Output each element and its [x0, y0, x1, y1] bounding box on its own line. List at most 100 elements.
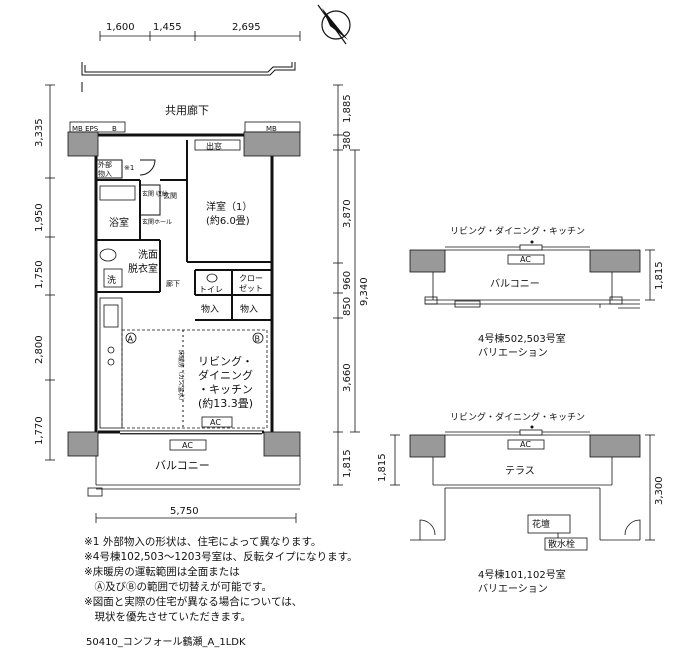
var2-kadan-label: 花壇 [532, 518, 550, 530]
genkan-storage-label: 玄関 収納 [142, 190, 168, 198]
right-dim-total: 9,340 [359, 277, 370, 306]
zone-a-label: A [128, 335, 134, 344]
floor-heating-zone [121, 329, 268, 429]
note-line: Ⓐ及びⒷの範囲で切替えが可能です。 [84, 581, 272, 593]
washroom-label-1: 洗面 [138, 249, 158, 261]
var2-dim-right: 3,300 [654, 476, 665, 505]
top-dimension-lines [99, 31, 301, 41]
mb-eps-label: MB EPS [72, 125, 99, 133]
var2-walls [410, 429, 641, 541]
var1-dim-line [645, 249, 655, 301]
zone-a-marker [125, 332, 137, 344]
note-line: ※床暖房の運転範囲は全面または [84, 566, 240, 578]
left-dim-2: 1,950 [34, 203, 45, 232]
left-dim-1: 3,335 [34, 118, 45, 147]
right-dim-3: 3,870 [342, 199, 353, 228]
corridor-label: 共用廊下 [165, 103, 209, 117]
ac-outer-label: AC [182, 441, 193, 450]
right-dim-5: 850 [342, 297, 353, 316]
var2-dim-lines [390, 434, 655, 541]
note-line: ※1 外部物入の形状は、住宅によって異なります。 [84, 536, 322, 548]
closet-label-2: ゼット [239, 283, 263, 293]
balcony-label: バルコニー [155, 459, 210, 472]
washer-label: 洗 [107, 274, 116, 286]
ldk-label-2: ダイニング [198, 368, 253, 382]
top-dim-3: 2,695 [232, 22, 261, 33]
var2-variation-label: バリエーション [478, 583, 548, 595]
storage-b-label: 物入 [240, 303, 258, 315]
plan-code: 50410_コンフォール鶴瀬_A_1LDK [86, 637, 246, 648]
wash-basin [99, 248, 117, 262]
var1-ac-box [507, 254, 545, 265]
interior-walls [96, 140, 272, 321]
note-line: ※4号棟102,503～1203号室は、反転タイプになります。 [84, 551, 358, 563]
right-dim-7: 1,815 [342, 449, 353, 478]
washroom-label-2: 脱衣室 [128, 262, 158, 275]
washer-space [103, 268, 123, 288]
var1-variation-label: バリエーション [478, 347, 548, 359]
var1-ldk-label: リビング・ダイニング・キッチン [450, 225, 585, 237]
right-dim-1: 1,885 [342, 94, 353, 123]
western-room-area: (約6.0畳) [206, 214, 250, 227]
var2-dim-left: 1,815 [377, 453, 388, 482]
var1-dim: 1,815 [654, 261, 665, 290]
north-arrow-icon [317, 4, 351, 45]
gaibu-bussai-label-1: 外部 [98, 160, 112, 169]
western-room-label: 洋室（1） [206, 200, 252, 213]
genkan-hall-label: 玄関ホール [142, 218, 172, 226]
toilet-label: トイレ [199, 285, 223, 294]
note-line: 現状を優先させていただきます。 [84, 611, 251, 623]
top-dim-1: 1,600 [106, 22, 135, 33]
left-dim-5: 1,770 [34, 416, 45, 445]
right-dim-2: 380 [342, 131, 353, 150]
var2-ldk-label: リビング・ダイニング・キッチン [450, 411, 585, 423]
ldk-label-3: ・キッチン [198, 383, 253, 396]
toilet-fixture [206, 273, 218, 283]
gaibu-bussai-label-2: 物入 [98, 169, 112, 178]
bay-window [194, 139, 241, 151]
var1-room-label: 4号棟502,503号室 [478, 332, 566, 345]
var2-ac-label: AC [520, 440, 531, 449]
genkan-label: 玄関 [163, 191, 177, 200]
var1-columns [409, 249, 641, 273]
kitchen-counter [99, 297, 123, 429]
structural-columns [67, 131, 301, 457]
right-dim-4: 960 [342, 271, 353, 290]
entrance-door [96, 159, 161, 216]
ac-inner-box [201, 416, 233, 428]
var1-ac-label: AC [520, 255, 531, 264]
var2-terrace-label: テラス [505, 465, 535, 477]
note-line: ※図面と実際の住宅が異なる場合については、 [84, 596, 303, 608]
closet-label-1: クロー [239, 274, 263, 283]
left-dim-3: 1,750 [34, 260, 45, 289]
note-mark-1: ※1 [124, 164, 134, 172]
storage-a-label: 物入 [201, 303, 219, 315]
right-dim-6: 3,660 [342, 363, 353, 392]
demado-label: 出窓 [206, 141, 222, 151]
var1-walls [424, 244, 640, 309]
var2-columns [409, 434, 641, 458]
top-dim-2: 1,455 [153, 22, 182, 33]
bottom-dim: 5,750 [170, 506, 199, 517]
ac-inner-label: AC [210, 418, 221, 427]
left-dimension-lines [45, 84, 55, 461]
notes: ※1 外部物入の形状は、住宅によって異なります。 ※4号棟102,503～120… [84, 535, 444, 625]
ac-outer-box [169, 439, 207, 451]
var2-ac-box [507, 439, 545, 450]
var2-drain-label: 散水栓 [548, 538, 575, 550]
zone-b-marker [252, 332, 264, 344]
balcony-railing [87, 456, 301, 497]
bottom-dimension-line [95, 513, 297, 523]
corridor-railing [81, 62, 296, 92]
mb-label: MB [266, 125, 277, 133]
bathroom-label: 浴室 [109, 216, 129, 229]
floor-heating-label: 床暖房（ガス温水） [177, 350, 185, 404]
var1-balcony-label: バルコニー [490, 278, 540, 290]
ldk-label-1: リビング・ [198, 354, 253, 368]
var2-room-label: 4号棟101,102号室 [478, 568, 566, 581]
b-mark: B [112, 125, 117, 133]
right-dimension-lines [333, 84, 360, 486]
hallway-label: 廊下 [166, 279, 180, 288]
bathtub [99, 185, 136, 201]
